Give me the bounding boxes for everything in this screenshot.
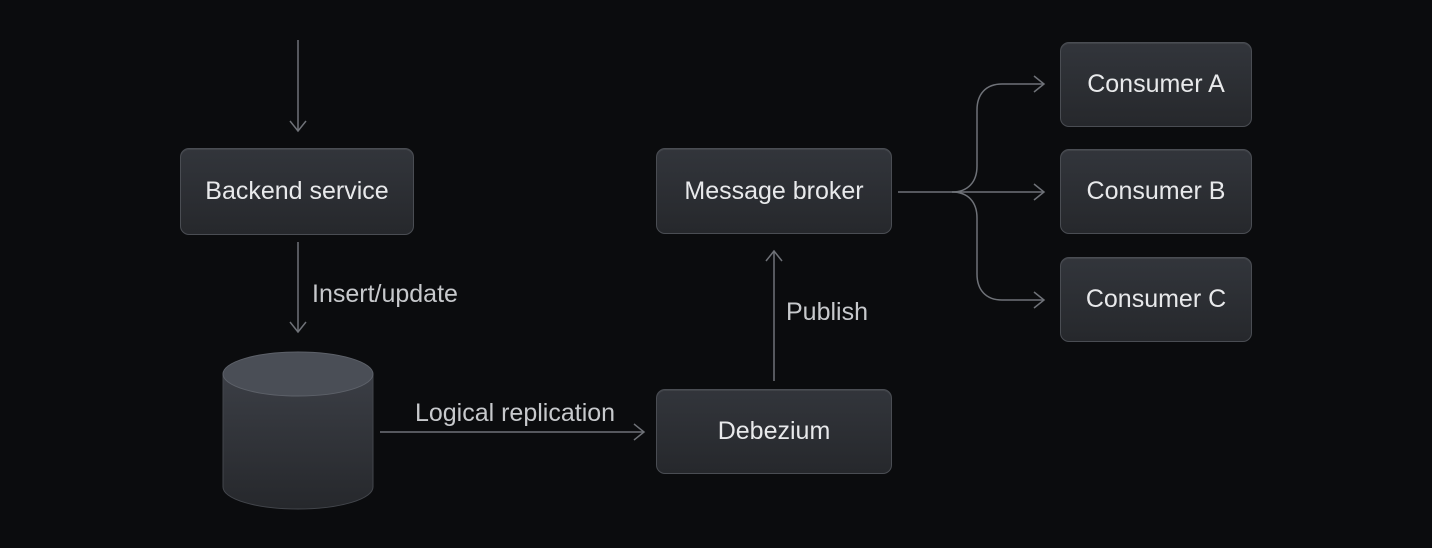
node-debezium: Debezium	[656, 389, 892, 474]
database-icon	[222, 351, 374, 510]
node-label: Message broker	[684, 176, 864, 205]
database-cylinder-body	[222, 373, 374, 510]
edges-group	[289, 40, 1046, 441]
edge-label-insert-update: Insert/update	[312, 280, 458, 308]
node-label: Debezium	[717, 417, 831, 445]
node-backend-service: Backend service	[180, 148, 414, 235]
edge-broker-to-consumer-a	[951, 75, 1046, 193]
node-message-broker: Message broker	[656, 148, 892, 234]
node-consumer-b: Consumer B	[1060, 149, 1252, 234]
node-label: Consumer C	[1085, 285, 1227, 313]
node-consumer-c: Consumer C	[1060, 257, 1252, 342]
database-cylinder-top	[222, 351, 374, 397]
node-label: Consumer B	[1086, 177, 1226, 205]
edge-label-publish: Publish	[786, 298, 868, 326]
node-label: Consumer A	[1087, 70, 1225, 98]
edge-broker-to-consumer-c	[951, 191, 1046, 309]
node-label: Backend service	[205, 177, 389, 205]
edge-label-logical-replication: Logical replication	[414, 399, 616, 427]
node-consumer-a: Consumer A	[1060, 42, 1252, 127]
